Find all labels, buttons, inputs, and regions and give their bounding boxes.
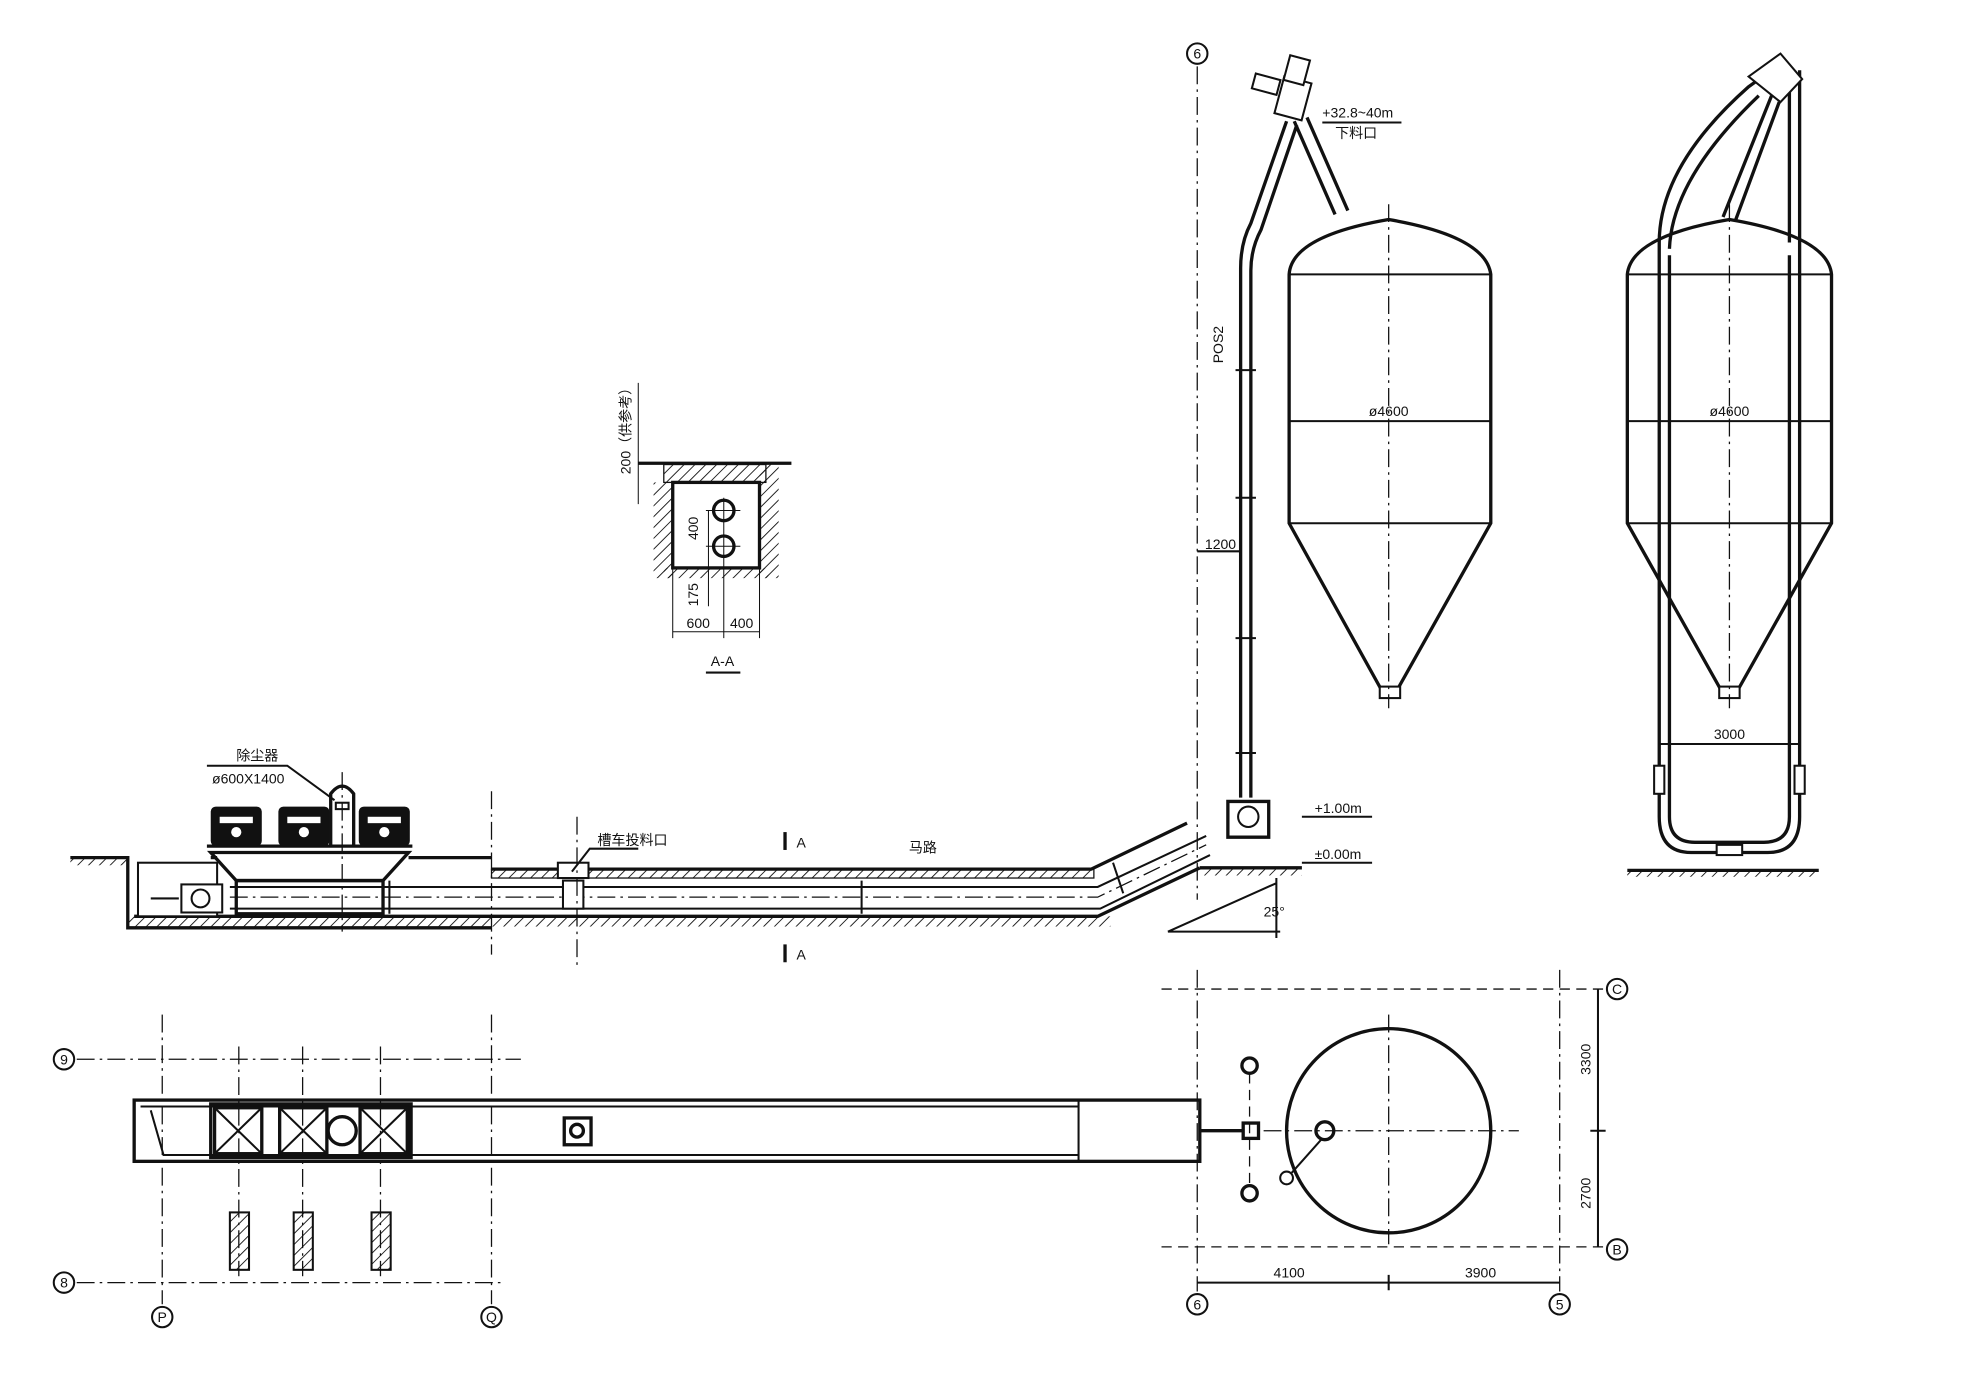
- level-zero: ±0.00m: [1315, 846, 1362, 862]
- dim-3300: 3300: [1577, 1043, 1593, 1074]
- hopper-with-filters: 除尘器 ø600X1400: [206, 748, 413, 932]
- silo-diameter: ø4600: [1369, 403, 1409, 419]
- elevator-boot: [1237, 805, 1260, 829]
- silo-plan: C B 6 5 3300 2700 4100 3900: [1161, 969, 1629, 1316]
- elevator-label: POS2: [1210, 326, 1226, 364]
- dim-bottom: 175: [685, 583, 701, 607]
- section-title: A-A: [711, 653, 735, 669]
- motor-icon: [1282, 53, 1312, 87]
- elevator-head: [1746, 52, 1804, 104]
- grid-label: 5: [1556, 1296, 1564, 1312]
- tanker-inlet: 槽车投料口: [490, 791, 668, 970]
- silo-right: ø4600 3000: [1625, 52, 1834, 877]
- dim-pipe-spacing: 400: [685, 516, 701, 540]
- incline-angle: 25°: [1264, 903, 1285, 919]
- grid-label: Q: [486, 1309, 497, 1325]
- dust-collector-size: ø600X1400: [212, 771, 285, 787]
- filter-plan: [212, 1106, 264, 1156]
- grid-label: C: [1612, 981, 1622, 997]
- filter-unit: [278, 806, 330, 847]
- road-label: 马路: [909, 840, 937, 856]
- silo-diameter: ø4600: [1710, 403, 1750, 419]
- dim-left: 600: [687, 615, 711, 631]
- levels: +1.00m ±0.00m 25°: [1167, 800, 1373, 939]
- level-plus-1: +1.00m: [1315, 800, 1362, 816]
- dim-3900: 3900: [1465, 1264, 1496, 1280]
- dim-1200: 1200: [1205, 536, 1236, 552]
- bucket-elevator-left: +32.8~40m 下料口 POS2 1200: [1197, 53, 1402, 839]
- plan-grid-left: 9 8 P Q: [52, 1014, 521, 1329]
- grid-label: 6: [1193, 46, 1201, 62]
- dust-collector-label: 除尘器: [236, 748, 278, 764]
- dim-4100: 4100: [1274, 1264, 1305, 1280]
- grid-label: 6: [1193, 1296, 1201, 1312]
- discharge-level: +32.8~40m: [1322, 104, 1393, 120]
- filter-unit: [358, 806, 410, 847]
- section-mark: A: [797, 834, 807, 850]
- conveyor-elevation: [70, 821, 1211, 930]
- discharge-label: 下料口: [1335, 125, 1377, 141]
- dim-2700: 2700: [1577, 1177, 1593, 1208]
- grid-label: B: [1612, 1242, 1621, 1258]
- silo-left: ø4600: [1287, 204, 1493, 709]
- grid-label: 8: [60, 1275, 68, 1291]
- grid-label: 9: [60, 1051, 68, 1067]
- dim-right: 400: [730, 615, 754, 631]
- dim-cover: 200（供参考）: [618, 381, 634, 474]
- discharge-chute: [1292, 116, 1350, 216]
- tanker-inlet-label: 槽车投料口: [597, 832, 667, 848]
- conveyor-plan: [132, 1098, 1202, 1271]
- grid-axis-6-elevation: 6: [1186, 42, 1209, 900]
- section-a-a: 200（供参考） 400 175 600 400 A-A: [618, 381, 792, 674]
- section-mark: A: [797, 947, 807, 963]
- gearbox-icon: [1250, 72, 1282, 97]
- dim-3000: 3000: [1714, 726, 1745, 742]
- filter-plan: [358, 1106, 409, 1156]
- filter-unit: [210, 806, 262, 847]
- section-marks: A A 马路: [783, 832, 937, 963]
- grid-label: P: [158, 1309, 167, 1325]
